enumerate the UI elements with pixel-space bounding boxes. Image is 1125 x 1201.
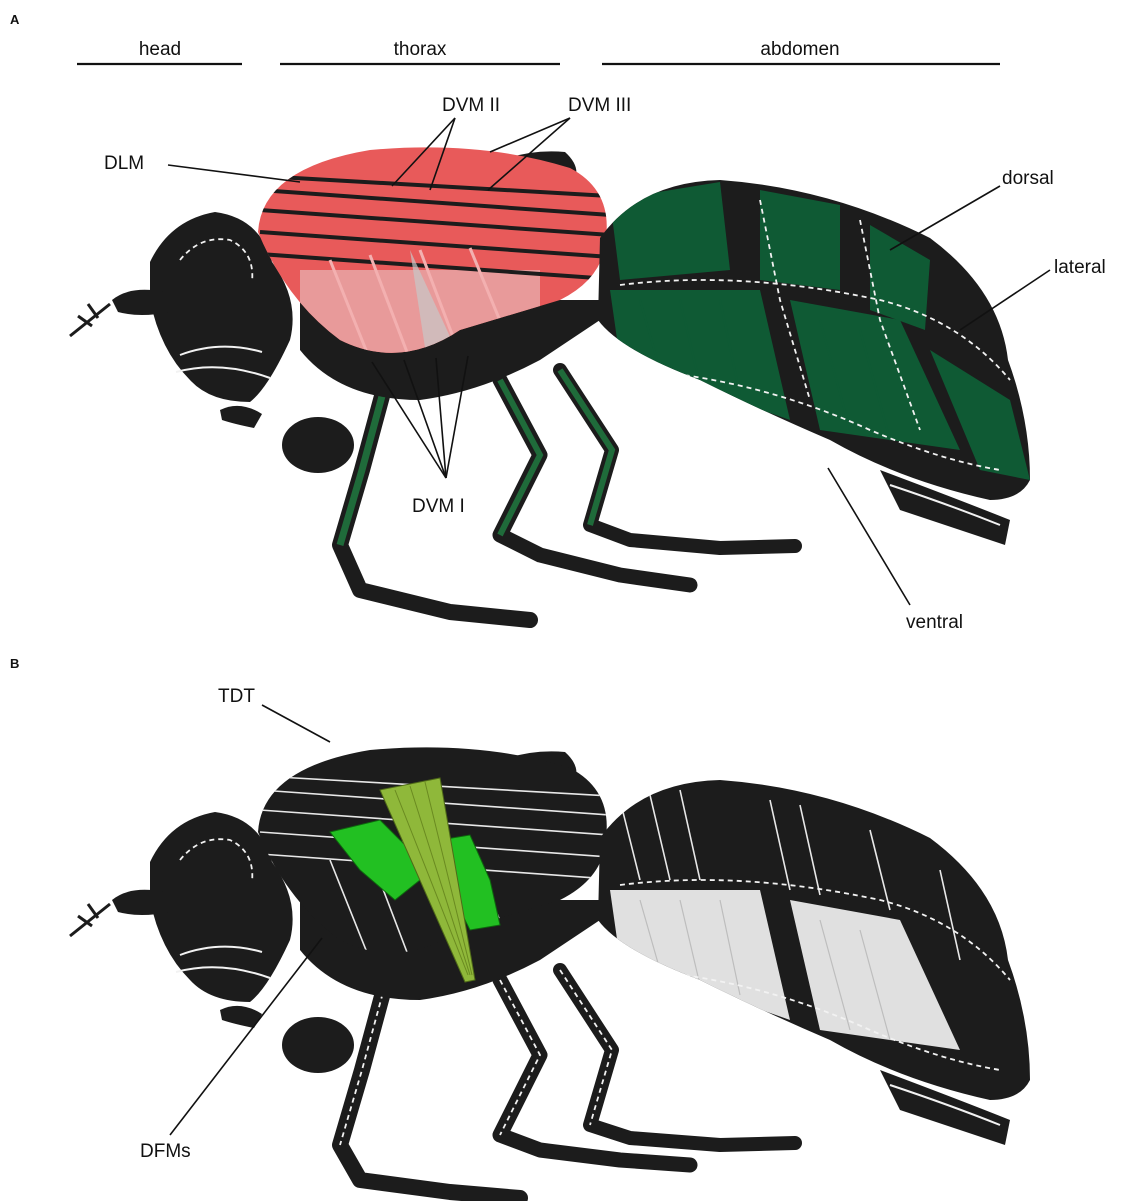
abdomen-b bbox=[598, 780, 1030, 1145]
dvm3-label: DVM III bbox=[568, 95, 631, 116]
segment-bars: head thorax abdomen bbox=[77, 39, 1000, 64]
thorax-a bbox=[258, 147, 610, 400]
dvm2-label: DVM II bbox=[442, 95, 500, 116]
dorsal-leader bbox=[890, 186, 1000, 250]
panel-b: B bbox=[10, 656, 1030, 1198]
tdt-leader bbox=[262, 705, 330, 742]
abdomen-a bbox=[598, 180, 1030, 545]
dlm-leader bbox=[168, 165, 300, 182]
dfms-label: DFMs bbox=[140, 1141, 191, 1162]
fly-body-b bbox=[70, 747, 1030, 1198]
tdt-label: TDT bbox=[218, 686, 255, 707]
fly-body-a bbox=[70, 147, 1030, 620]
panel-b-letter: B bbox=[10, 656, 19, 671]
dvm1-label: DVM I bbox=[412, 496, 465, 517]
head-label: head bbox=[139, 39, 181, 60]
panel-a-letter: A bbox=[10, 12, 20, 27]
ventral-label: ventral bbox=[906, 612, 963, 633]
thorax-b bbox=[258, 747, 610, 1000]
legs-a bbox=[340, 370, 795, 620]
abdomen-label: abdomen bbox=[760, 39, 839, 60]
legs-b bbox=[340, 970, 795, 1198]
thorax-label: thorax bbox=[394, 39, 447, 60]
lateral-label: lateral bbox=[1054, 257, 1106, 278]
dorsal-label: dorsal bbox=[1002, 168, 1054, 189]
dlm-label: DLM bbox=[104, 153, 144, 174]
panel-a: A head thorax abdomen bbox=[10, 12, 1106, 633]
dvm3-leader-1 bbox=[490, 118, 570, 152]
